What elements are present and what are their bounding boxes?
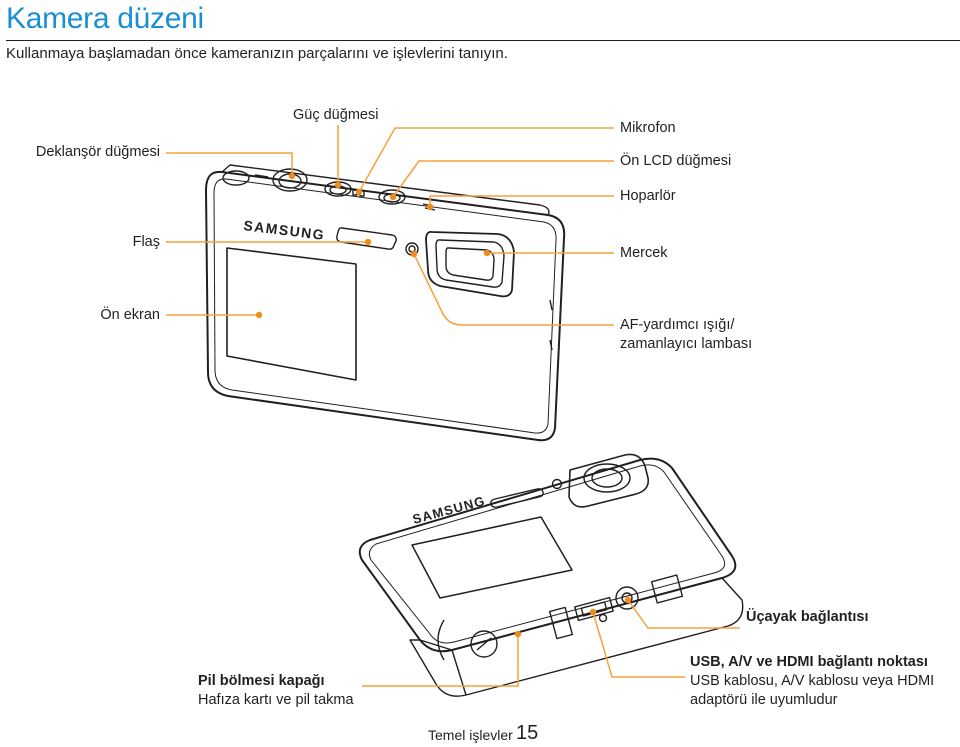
camera-front-illustration	[205, 164, 566, 442]
label-af-lamp-line1: AF-yardımcı ışığı/	[620, 317, 735, 333]
label-flash: Flaş	[132, 234, 160, 250]
label-shutter-button: Deklanşör düğmesi	[35, 144, 160, 160]
page-subtitle: Kullanmaya başlamadan önce kameranızın p…	[6, 45, 508, 62]
label-battery-cover-title: Pil bölmesi kapağı	[198, 673, 325, 689]
front-leader-dots	[255, 172, 491, 319]
page-title: Kamera düzeni	[6, 2, 204, 35]
footer-page-number: 15	[516, 722, 539, 744]
footer-section-name: Temel işlevler	[428, 727, 513, 743]
bottom-brand-logo: SAMSUNG	[411, 493, 487, 527]
label-front-screen: Ön ekran	[100, 307, 160, 323]
front-brand-logo: SAMSUNG	[243, 217, 326, 243]
label-lens: Mercek	[620, 245, 668, 261]
label-power-button: Güç düğmesi	[293, 107, 379, 123]
bottom-leader-dots	[514, 596, 632, 638]
label-microphone: Mikrofon	[620, 120, 676, 136]
label-tripod-mount: Üçayak bağlantısı	[746, 609, 869, 625]
label-front-lcd-button: Ön LCD düğmesi	[620, 153, 732, 169]
camera-bottom-illustration	[358, 453, 744, 697]
label-port-title: USB, A/V ve HDMI bağlantı noktası	[690, 654, 928, 670]
label-af-lamp-line2: zamanlayıcı lambası	[620, 336, 753, 352]
label-battery-cover-desc: Hafıza kartı ve pil takma	[198, 692, 354, 708]
label-port-desc-line2: adaptörü ile uyumludur	[690, 692, 838, 708]
front-leader-lines	[166, 125, 614, 326]
title-divider	[6, 40, 960, 41]
label-port-desc-line1: USB kablosu, A/V kablosu veya HDMI	[690, 673, 935, 689]
bottom-leader-lines	[362, 599, 740, 687]
label-speaker: Hoparlör	[620, 188, 676, 204]
